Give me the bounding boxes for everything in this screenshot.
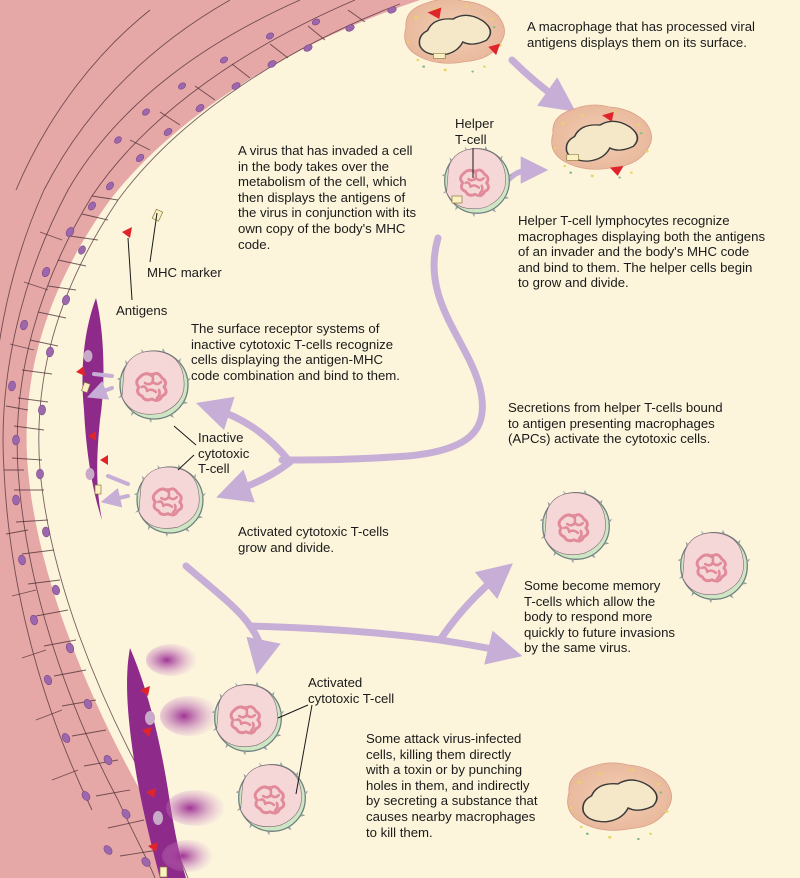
caption-surface-receptor: The surface receptor systems of inactive…: [191, 321, 400, 383]
label-activated-tcell: Activated cytotoxic T-cell: [308, 675, 395, 706]
caption-attack: Some attack virus-infected cells, killin…: [366, 731, 538, 840]
binding-arrows-upper: [94, 372, 114, 394]
arrow-to-inactive-upper: [195, 396, 294, 466]
caption-memory: Some become memory T-cells which allow t…: [524, 578, 675, 656]
arrow-helper-down: [278, 234, 486, 464]
binding-arrows-lower: [108, 474, 130, 500]
arrow-to-inactive-lower: [216, 458, 294, 503]
tissue-layer: [0, 0, 420, 878]
tissue-nuclei: [8, 6, 397, 867]
caption-secretions: Secretions from helper T-cells bound to …: [508, 400, 723, 447]
infected-cell-upper-nuclei: [83, 350, 95, 480]
process-arrows: [94, 56, 576, 675]
antigen-markers: [76, 227, 158, 852]
infected-cell-lower-nuclei: [145, 711, 163, 825]
caption-activated-grow: Activated cytotoxic T-cells grow and div…: [238, 524, 389, 555]
arrow-to-memory-cell: [436, 563, 513, 644]
label-helper-tcell: Helper T-cell: [455, 116, 494, 147]
caption-macrophage: A macrophage that has processed viral an…: [527, 19, 755, 50]
arrow-helper-to-apc: [505, 156, 549, 184]
caption-helper-tcell: Helper T-cell lymphocytes recognize macr…: [518, 213, 766, 291]
caption-virus-invaded: A virus that has invaded a cell in the b…: [238, 143, 417, 252]
label-mhc-marker: MHC marker: [147, 265, 222, 280]
macrophage-apc: [550, 104, 653, 180]
arrow-to-memory-branch: [246, 622, 523, 665]
helper-tcell-mhc: [451, 195, 463, 204]
arrow-activated-down: [182, 562, 254, 630]
label-inactive-tcell: Inactive cytotoxic T-cell: [198, 430, 250, 477]
arrow-macrophage-to-apc: [508, 56, 576, 112]
label-antigens: Antigens: [116, 303, 168, 318]
infected-cell-blebs: [146, 644, 226, 872]
macrophage-top: [403, 0, 506, 74]
infected-cell-lower: [127, 648, 186, 878]
leader-lines: [127, 148, 474, 795]
